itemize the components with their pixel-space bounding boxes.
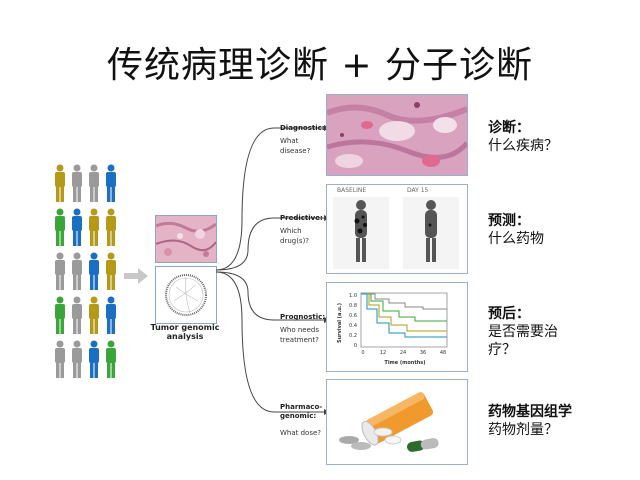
person-figure-icon	[72, 164, 82, 202]
annotation-prognosis-text: 是否需要治疗？	[488, 324, 558, 358]
step-predictive-question: Which drug(s)?	[280, 227, 310, 245]
pet-baseline-label: BASELINE	[337, 187, 367, 194]
step-pharmacogenomic-question: What dose?	[280, 429, 322, 437]
xtick: 36	[420, 350, 426, 356]
ytick: 0.4	[349, 323, 357, 329]
survival-ylabel: Survival (a.u.)	[337, 303, 343, 343]
person-figure-icon	[89, 252, 99, 290]
histology-image	[325, 94, 469, 176]
person-figure-icon	[106, 208, 116, 246]
ytick: 1.0	[349, 293, 357, 299]
xtick: 48	[440, 350, 446, 356]
survival-xlabel: Time (months)	[384, 360, 425, 366]
person-figure-icon	[55, 252, 65, 290]
person-figure-icon	[55, 296, 65, 334]
step-predictive-title: Predictive:	[280, 214, 323, 222]
person-figure-icon	[106, 296, 116, 334]
step-pharmacogenomic-title: Pharmaco-genomic:	[280, 403, 323, 420]
person-figure-icon	[106, 340, 116, 378]
step-diagnostic-title: Diagnostic:	[280, 124, 325, 132]
branch-connectors	[215, 125, 330, 415]
annotation-pharmacogenomics-label: 药物基因组学	[488, 404, 572, 420]
survival-chart-panel: 1.0 0.8 0.6 0.4 0.2 0 0 12 24 36 48 Time…	[326, 282, 468, 372]
person-figure-icon	[72, 252, 82, 290]
ytick: 0.6	[349, 313, 357, 319]
ytick: 0	[354, 343, 357, 349]
annotation-prediction-label: 预测：	[488, 213, 530, 229]
pharmacogenomic-pills-panel	[326, 379, 468, 465]
person-figure-icon	[89, 296, 99, 334]
annotation-pharmacogenomics: 药物基因组学 药物剂量？	[488, 403, 572, 439]
flow-arrow-icon	[124, 268, 148, 284]
person-figure-icon	[89, 164, 99, 202]
annotation-prediction: 预测： 什么药物	[488, 212, 544, 248]
tumor-genomic-analysis-label: Tumor genomic analysis	[150, 323, 220, 341]
annotation-prognosis: 预后： 是否需要治疗？	[488, 305, 598, 359]
step-prognostic-question: Who needs treatment?	[280, 326, 320, 344]
genome-circos-plot	[155, 266, 217, 324]
annotation-prognosis-label: 预后：	[488, 306, 530, 322]
patient-population	[55, 164, 116, 378]
person-figure-icon	[106, 164, 116, 202]
step-diagnostic-question: What disease?	[280, 137, 311, 155]
pet-day15-label: DAY 15	[407, 187, 429, 194]
annotation-pharmacogenomics-text: 药物剂量？	[488, 422, 558, 438]
xtick: 24	[400, 350, 406, 356]
annotation-prediction-text: 什么药物	[488, 231, 544, 247]
person-figure-icon	[106, 252, 116, 290]
step-prognostic-title: Prognostic:	[280, 313, 326, 321]
person-figure-icon	[72, 296, 82, 334]
histology-thumbnail	[155, 215, 217, 263]
person-figure-icon	[55, 340, 65, 378]
xtick: 12	[380, 350, 386, 356]
person-figure-icon	[55, 164, 65, 202]
pet-scan-panel: BASELINE DAY 15	[326, 184, 468, 274]
person-figure-icon	[55, 208, 65, 246]
annotation-diagnosis-text: 什么疾病？	[488, 138, 558, 154]
slide-title: 传统病理诊断 + 分子诊断	[106, 45, 534, 86]
person-figure-icon	[72, 340, 82, 378]
person-figure-icon	[89, 208, 99, 246]
ytick: 0.8	[349, 303, 357, 309]
person-figure-icon	[72, 208, 82, 246]
ytick: 0.2	[349, 333, 357, 339]
annotation-diagnosis: 诊断： 什么疾病？	[488, 119, 558, 155]
xtick: 0	[361, 350, 364, 356]
person-figure-icon	[89, 340, 99, 378]
annotation-diagnosis-label: 诊断：	[488, 120, 530, 136]
